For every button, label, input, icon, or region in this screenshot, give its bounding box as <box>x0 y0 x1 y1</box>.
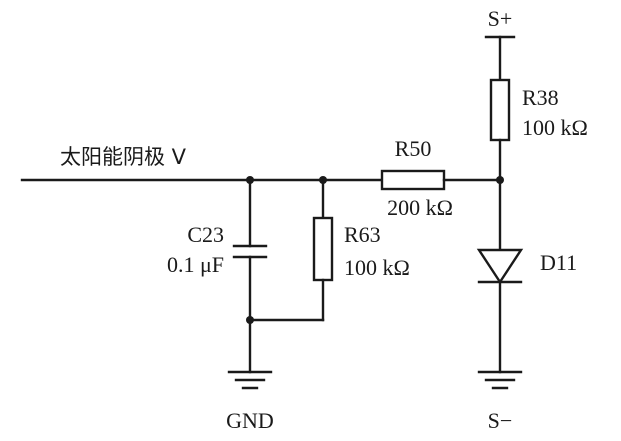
input-label: 太阳能阴极 V <box>60 145 187 169</box>
d11-ref-label: D11 <box>540 250 577 275</box>
supply-negative-ground-symbol <box>477 370 523 390</box>
diode-d11 <box>476 248 524 285</box>
resistor-r50 <box>380 169 446 191</box>
supply-negative-label: S− <box>488 408 513 433</box>
ground-label: GND <box>226 408 274 433</box>
resistor-r38 <box>489 78 511 142</box>
r63-value-label: 100 kΩ <box>344 255 410 280</box>
supply-positive-symbol <box>484 35 516 82</box>
junction-dot <box>246 316 254 324</box>
r38-value-label: 100 kΩ <box>522 115 588 140</box>
r38-ref-label: R38 <box>522 85 559 110</box>
c23-value-label: 0.1 μF <box>167 252 224 277</box>
ground-symbol <box>227 370 273 390</box>
capacitor-c23 <box>232 244 268 259</box>
c23-ref-label: C23 <box>187 222 224 247</box>
r50-ref-label: R50 <box>395 136 432 161</box>
r50-value-label: 200 kΩ <box>387 195 453 220</box>
supply-positive-label: S+ <box>488 6 513 31</box>
r63-ref-label: R63 <box>344 222 381 247</box>
resistor-r63 <box>312 216 334 282</box>
